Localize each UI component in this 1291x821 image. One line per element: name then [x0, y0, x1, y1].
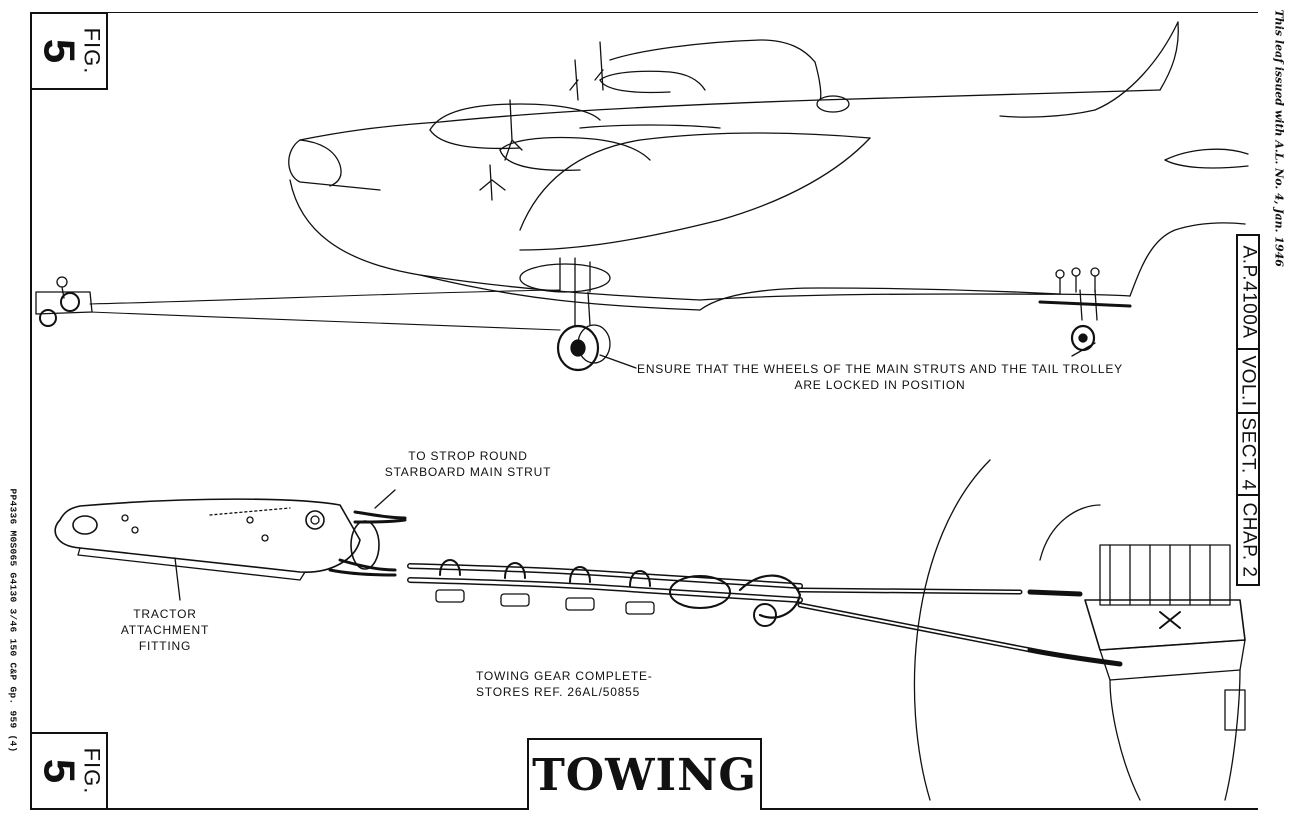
- towing-gear-callout: TOWING GEAR COMPLETE- STORES REF. 26AL/5…: [476, 668, 676, 700]
- issue-note: This leaf issued with A.L. No. 4, Jan. 1…: [1272, 9, 1286, 267]
- strop-callout: TO STROP ROUND STARBOARD MAIN STRUT: [378, 448, 558, 480]
- title-box: TOWING: [527, 738, 762, 810]
- divider: [1238, 494, 1258, 496]
- ap-number: A.P.4100A: [1238, 245, 1259, 339]
- callout-line: TO STROP ROUND: [408, 449, 528, 463]
- divider: [1238, 412, 1258, 414]
- callout-line: ARE LOCKED IN POSITION: [794, 378, 966, 392]
- chapter-label: CHAP. 2: [1238, 502, 1259, 578]
- divider: [1238, 348, 1258, 350]
- callout-line: STARBOARD MAIN STRUT: [384, 465, 552, 479]
- issue-note-text: This leaf issued with A.L. No. 4, Jan. 1…: [1272, 9, 1286, 267]
- section-label: SECT. 4: [1238, 417, 1260, 491]
- figure-number-bottom: FIG. 5: [30, 732, 108, 810]
- wheels-lock-callout: ENSURE THAT THE WHEELS OF THE MAIN STRUT…: [630, 361, 1130, 393]
- figure-number: 5: [34, 38, 83, 64]
- callout-line: TOWING GEAR COMPLETE-: [476, 669, 653, 683]
- page-title: TOWING: [532, 749, 757, 801]
- towing-gear-detail: [54, 459, 1246, 801]
- figure-number: 5: [34, 758, 83, 784]
- callout-line: STORES REF. 26AL/50855: [476, 685, 641, 699]
- print-code: PP4336 M0S065 G4130 3/46 150 C&P Gp. 959…: [6, 488, 20, 810]
- flying-boat-illustration: [35, 21, 1249, 372]
- callout-line: TRACTOR: [133, 607, 197, 621]
- publication-reference: A.P.4100A VOL.I SECT. 4 CHAP. 2: [1236, 234, 1260, 586]
- callout-line: FITTING: [138, 639, 192, 653]
- callout-line: ATTACHMENT: [120, 623, 210, 637]
- figure-number-top: FIG. 5: [30, 12, 108, 90]
- print-code-text: PP4336 M0S065 G4130 3/46 150 C&P Gp. 959…: [7, 488, 19, 753]
- callout-line: ENSURE THAT THE WHEELS OF THE MAIN STRUT…: [637, 362, 1123, 376]
- volume-label: VOL.I: [1238, 355, 1260, 407]
- tractor-fitting-callout: TRACTOR ATTACHMENT FITTING: [110, 606, 220, 654]
